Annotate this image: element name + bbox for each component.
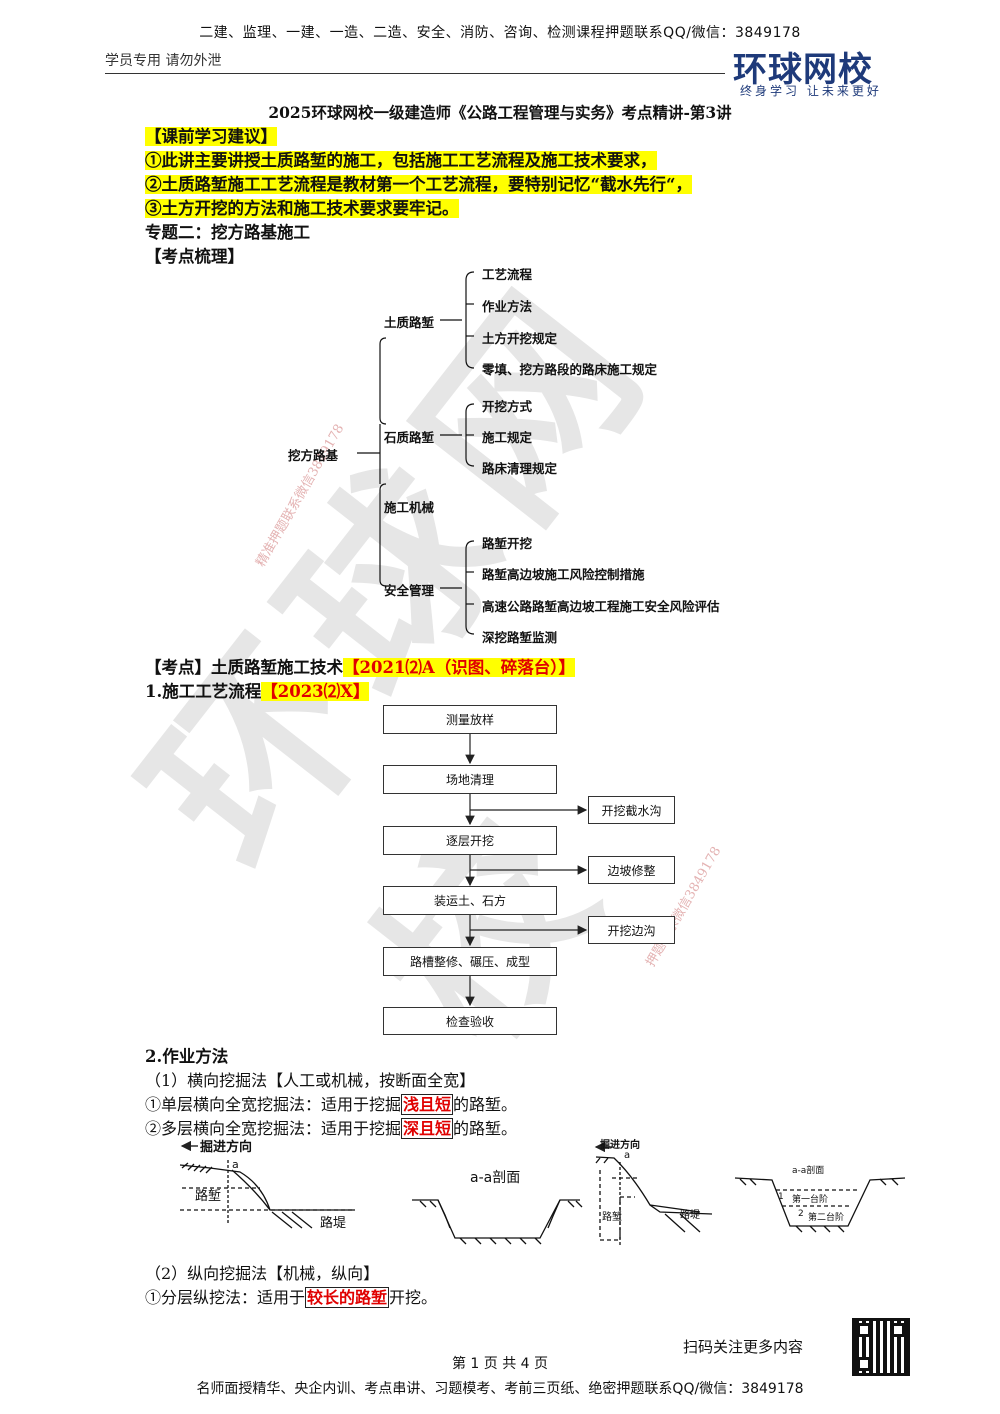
- advice-item: ①此讲主要讲授土质路堑的施工，包括施工工艺流程及施工技术要求，: [145, 151, 657, 170]
- student-note: 学员专用 请勿外泄: [105, 53, 222, 69]
- logo-slogan: 终身学习 让未来更好: [740, 84, 882, 98]
- figure-label: 第二台阶: [808, 1213, 845, 1223]
- kaodian-label: 【考点】土质路堑施工技术: [145, 658, 343, 677]
- advice-item: ②土质路堑施工工艺流程是教材第一个工艺流程，要特别记忆“截水先行“，: [145, 175, 692, 194]
- page-title: 2025环球网校一级建造师《公路工程管理与实务》考点精讲-第3讲: [268, 103, 732, 122]
- exam-tag: 【2021⑵A（识图、碎落台）】: [343, 658, 575, 677]
- outline-heading: 【考点梳理】: [145, 247, 244, 266]
- mindmap-branch: 施工机械: [384, 500, 435, 515]
- qr-code[interactable]: [852, 1318, 910, 1376]
- flow-side-step: 开挖截水沟: [588, 796, 675, 824]
- topic-heading: 专题二：挖方路基施工: [145, 223, 310, 242]
- mindmap-branch: 安全管理: [384, 583, 435, 598]
- figure-label: a-a剖面: [470, 1170, 521, 1186]
- mindmap-leaf: 路堑开挖: [482, 536, 533, 551]
- mindmap-leaf: 深挖路堑监测: [482, 630, 558, 645]
- figure-label: 1: [778, 1192, 784, 1202]
- figure-label: 掘进方向: [200, 1140, 253, 1155]
- page-number: 第 1 页 共 4 页: [451, 1356, 549, 1372]
- footer-banner: 名师面授精华、央企内训、考点串讲、习题模考、考前三页纸、绝密押题联系QQ/微信：…: [196, 1381, 804, 1397]
- advice-heading: 【课前学习建议】: [145, 127, 277, 146]
- mindmap-leaf: 作业方法: [482, 299, 533, 314]
- mindmap-leaf: 路堑高边坡施工风险控制措施: [482, 567, 645, 582]
- advice-item: ③土方开挖的方法和施工技术要求要牢记。: [145, 199, 459, 218]
- qr-finder: [857, 1357, 871, 1371]
- mindmap-leaf: 工艺流程: [482, 267, 533, 282]
- mindmap-branch: 土质路堑: [384, 315, 435, 330]
- flow-step: 测量放样: [383, 705, 557, 734]
- figure-label: a-a剖面: [792, 1166, 825, 1176]
- figure-label: 路堤: [320, 1216, 347, 1231]
- flow-step: 逐层开挖: [383, 826, 557, 855]
- figure-label: a: [232, 1158, 239, 1171]
- flow-side-step: 开挖边沟: [588, 916, 675, 944]
- mindmap-leaf: 零填、挖方路段的路床施工规定: [482, 362, 658, 377]
- method-paragraph: （1）横向挖掘法【人工或机械，按断面全宽】: [145, 1071, 476, 1090]
- keyword-highlight: 较长的路堑: [305, 1287, 390, 1308]
- method-paragraph: ①单层横向全宽挖掘法：适用于挖掘浅且短的路堑。: [145, 1094, 518, 1115]
- mindmap-leaf: 土方开挖规定: [482, 331, 558, 346]
- flow-step: 装运土、石方: [383, 886, 557, 915]
- mindmap-leaf: 高速公路路堑高边坡工程施工安全风险评估: [482, 599, 720, 614]
- method-paragraph: （2）纵向挖掘法【机械，纵向】: [145, 1264, 380, 1283]
- figure-label: 第一台阶: [792, 1195, 829, 1205]
- figure-label: 路堑: [195, 1189, 222, 1204]
- top-banner: 二建、监理、一建、一造、二造、安全、消防、咨询、检测课程押题联系QQ/微信：38…: [199, 25, 801, 41]
- mindmap-leaf: 路床清理规定: [482, 461, 558, 476]
- qr-finder: [891, 1323, 905, 1337]
- mindmap-branch: 石质路堑: [384, 430, 435, 445]
- excavation-figures: [179, 1140, 906, 1246]
- figure-label: 2: [798, 1209, 804, 1219]
- section-heading: 2.作业方法: [145, 1047, 229, 1066]
- logo: 环球网校: [733, 50, 873, 90]
- keyword-highlight: 浅且短: [401, 1094, 454, 1115]
- flow-step: 路槽整修、碾压、成型: [383, 947, 557, 976]
- mindmap-lines: [357, 271, 475, 635]
- exam-tag: 【2023⑵X】: [261, 682, 370, 701]
- section-heading: 1.施工工艺流程【2023⑵X】: [145, 682, 370, 701]
- qr-finder: [857, 1323, 871, 1337]
- figure-label: 路堑: [602, 1212, 622, 1223]
- figure-label: 掘进方向: [600, 1140, 640, 1151]
- flow-step: 场地清理: [383, 765, 557, 794]
- mindmap-leaf: 施工规定: [482, 430, 533, 445]
- flow-step: 检查验收: [383, 1007, 557, 1035]
- figure-label: 路堤: [680, 1210, 700, 1221]
- flowchart-arrows: [465, 733, 588, 1007]
- flow-side-step: 边坡修整: [588, 856, 675, 884]
- method-paragraph: ①分层纵挖法：适用于较长的路堑开挖。: [145, 1287, 438, 1308]
- qr-caption: 扫码关注更多内容: [683, 1338, 804, 1356]
- figure-label: a: [624, 1150, 631, 1161]
- mindmap-root: 挖方路基: [288, 448, 339, 463]
- keyword-highlight: 深且短: [401, 1118, 454, 1139]
- method-paragraph: ②多层横向全宽挖掘法：适用于挖掘深且短的路堑。: [145, 1118, 518, 1139]
- header-divider: [105, 73, 725, 74]
- kaodian-line: 【考点】土质路堑施工技术【2021⑵A（识图、碎落台）】: [145, 654, 575, 678]
- mindmap-leaf: 开挖方式: [482, 399, 533, 414]
